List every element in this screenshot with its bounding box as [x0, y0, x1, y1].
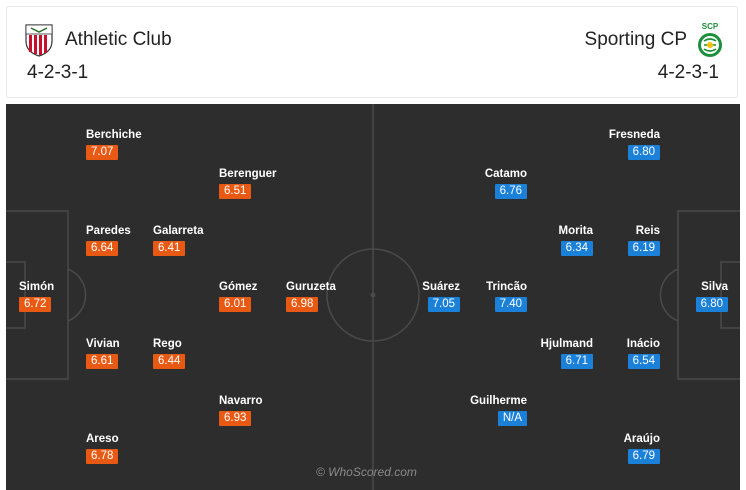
away-player-guilherme[interactable]: Guilherme N/A: [447, 394, 527, 426]
home-player-areso[interactable]: Areso 6.78: [86, 432, 166, 464]
away-formation: 4-2-3-1: [657, 62, 719, 83]
player-rating: 7.05: [427, 297, 460, 312]
svg-text:SCP: SCP: [702, 22, 719, 31]
away-player-morita[interactable]: Morita 6.34: [513, 224, 593, 256]
home-player-vivian[interactable]: Vivian 6.61: [86, 337, 166, 369]
player-rating: 6.71: [560, 354, 593, 369]
player-rating: 6.80: [695, 297, 728, 312]
pitch: Berchiche 7.07 Berenguer 6.51 Paredes 6.…: [6, 104, 740, 490]
home-player-simon[interactable]: Simón 6.72: [19, 280, 99, 312]
player-rating: 6.44: [153, 354, 186, 369]
home-player-berchiche[interactable]: Berchiche 7.07: [86, 128, 166, 160]
player-name: Guruzeta: [286, 281, 336, 293]
home-player-guruzeta[interactable]: Guruzeta 6.98: [286, 280, 366, 312]
player-rating: 6.76: [494, 184, 527, 199]
player-rating: 7.07: [86, 145, 119, 160]
player-name: Gómez: [219, 281, 258, 293]
player-rating: 6.61: [86, 354, 119, 369]
home-player-berenguer[interactable]: Berenguer 6.51: [219, 167, 299, 199]
away-player-trincao[interactable]: Trincão 7.40: [447, 280, 527, 312]
player-name: Rego: [153, 338, 182, 350]
away-player-inacio[interactable]: Inácio 6.54: [580, 337, 660, 369]
player-rating: 6.19: [627, 241, 660, 256]
away-player-reis[interactable]: Reis 6.19: [580, 224, 660, 256]
away-player-silva[interactable]: Silva 6.80: [648, 280, 728, 312]
match-header: Athletic Club 4-2-3-1 Sporting CP SCP 4-…: [6, 6, 738, 98]
player-name: Inácio: [626, 338, 660, 350]
player-name: Hjulmand: [540, 338, 593, 350]
away-player-araujo[interactable]: Araújo 6.79: [580, 432, 660, 464]
player-name: Suárez: [422, 281, 460, 293]
sporting-cp-crest-icon: SCP: [695, 21, 725, 64]
player-name: Simón: [19, 281, 55, 293]
player-rating: 6.51: [219, 184, 252, 199]
away-player-catamo[interactable]: Catamo 6.76: [447, 167, 527, 199]
away-team-name[interactable]: Sporting CP: [584, 29, 687, 50]
home-team-name[interactable]: Athletic Club: [65, 29, 172, 50]
player-name: Trincão: [486, 281, 527, 293]
player-name: Reis: [635, 225, 660, 237]
player-name: Vivian: [86, 338, 120, 350]
player-rating: 6.72: [19, 297, 52, 312]
player-rating: 6.78: [86, 449, 119, 464]
player-rating: 6.01: [219, 297, 252, 312]
player-rating: 7.40: [494, 297, 527, 312]
player-name: Paredes: [86, 225, 131, 237]
player-rating: 6.34: [560, 241, 593, 256]
watermark: © WhoScored.com: [316, 465, 417, 479]
pitch-markings: [6, 104, 740, 490]
player-rating: N/A: [497, 411, 527, 426]
player-name: Berchiche: [86, 129, 142, 141]
player-rating: 6.41: [153, 241, 186, 256]
athletic-club-crest-icon: [23, 21, 55, 62]
home-formation: 4-2-3-1: [27, 62, 89, 83]
player-name: Guilherme: [470, 395, 527, 407]
player-rating: 6.79: [627, 449, 660, 464]
home-player-galarreta[interactable]: Galarreta 6.41: [153, 224, 233, 256]
player-name: Araújo: [623, 433, 660, 445]
player-rating: 6.64: [86, 241, 119, 256]
player-name: Berenguer: [219, 168, 277, 180]
away-player-hjulmand[interactable]: Hjulmand 6.71: [513, 337, 593, 369]
home-player-paredes[interactable]: Paredes 6.64: [86, 224, 166, 256]
player-rating: 6.80: [627, 145, 660, 160]
away-player-fresneda[interactable]: Fresneda 6.80: [580, 128, 660, 160]
player-name: Morita: [558, 225, 594, 237]
player-name: Galarreta: [153, 225, 204, 237]
player-rating: 6.93: [219, 411, 252, 426]
player-name: Fresneda: [608, 129, 660, 141]
player-rating: 6.98: [286, 297, 319, 312]
player-name: Navarro: [219, 395, 263, 407]
home-player-gomez[interactable]: Gómez 6.01: [219, 280, 299, 312]
player-rating: 6.54: [627, 354, 660, 369]
player-name: Silva: [701, 281, 728, 293]
home-player-rego[interactable]: Rego 6.44: [153, 337, 233, 369]
home-player-navarro[interactable]: Navarro 6.93: [219, 394, 299, 426]
player-name: Areso: [86, 433, 119, 445]
away-player-suarez[interactable]: Suárez 7.05: [380, 280, 460, 312]
player-name: Catamo: [484, 168, 527, 180]
